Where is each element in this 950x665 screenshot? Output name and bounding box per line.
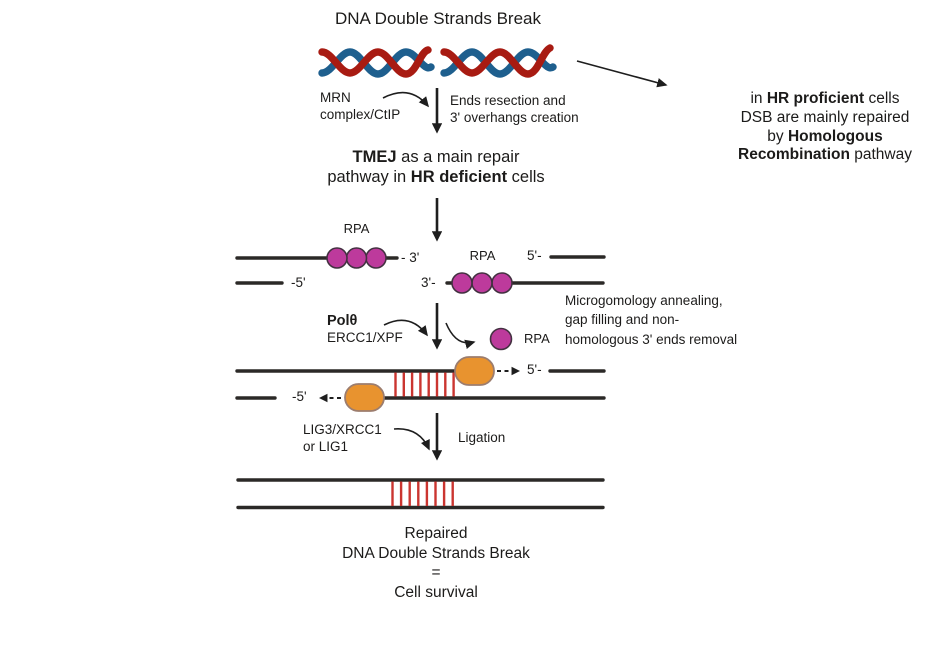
five-prime-top-right-label: 5'-	[527, 248, 542, 263]
annealing-note: Microgomology annealing, gap filling and…	[565, 293, 738, 347]
helix-right-red-strand	[440, 44, 554, 78]
broken-dna-helix-icon	[318, 44, 557, 78]
pol-theta-curved-arrow	[383, 319, 428, 337]
helix-right-blue-strand	[440, 48, 557, 78]
ercc1-xpf-name: ERCC1/XPF	[327, 329, 403, 345]
rpa-circle	[491, 272, 513, 294]
rpa-circle	[365, 247, 387, 269]
rpa-circle	[471, 272, 493, 294]
microhomology-ticks-repaired	[391, 481, 454, 506]
hr-note-line1: in HR proficient cells	[750, 90, 900, 107]
mrn-curved-arrow	[382, 91, 430, 108]
annealed-dna-diagram	[235, 327, 606, 412]
tmej-heading: TMEJ as a main repair pathway in HR defi…	[280, 148, 592, 187]
rpa-circle	[451, 272, 473, 294]
helix-left-red-strand	[318, 46, 432, 78]
pol-theta-label: Polθ ERCC1/XPF	[327, 313, 403, 346]
rpa-circle	[345, 247, 368, 269]
pol-theta-name: Polθ	[327, 313, 358, 329]
diagram-title: DNA Double Strands Break	[335, 9, 541, 28]
ligase-label: LIG3/XRCC1 or LIG1	[303, 422, 382, 454]
rpa-circle	[326, 247, 348, 269]
microhomology-ticks-annealed	[394, 372, 455, 397]
resected-dna-diagram	[235, 247, 606, 294]
ligation-action-label: Ligation	[458, 430, 506, 445]
pol-theta-top-icon	[454, 356, 495, 386]
hr-note-line3: by Homologous	[767, 127, 883, 145]
lig-curved-arrow	[393, 428, 430, 451]
mrn-complex-label: MRN complex/CtIP	[320, 90, 401, 122]
rpa-release-curved-arrow	[445, 322, 476, 349]
hr-proficient-note: in HR proficient cells DSB are mainly re…	[693, 90, 950, 165]
rpa-released-icon	[489, 327, 513, 351]
rpa-left-label: RPA	[343, 221, 370, 236]
five-prime-bottom-left-label: -5'	[291, 275, 306, 290]
repaired-dna-diagram	[236, 478, 605, 510]
rpa-trimer-left-icon	[326, 247, 387, 269]
five-prime-annealed-right-label: 5'-	[527, 362, 542, 377]
hr-note-line4: Recombination pathway	[738, 146, 912, 164]
rpa-released-label: RPA	[524, 331, 550, 346]
resection-action-label: Ends resection and 3' overhangs creation	[450, 93, 579, 125]
five-prime-annealed-left-label: -5'	[292, 389, 307, 404]
rpa-trimer-right-icon	[451, 272, 513, 294]
helix-left-blue-strand	[318, 48, 435, 78]
pol-theta-bottom-icon	[344, 383, 385, 412]
tmej-heading-line1: TMEJ as a main repair	[352, 148, 520, 166]
three-prime-left-label: - 3'	[401, 250, 420, 265]
tmej-heading-line2: pathway in HR deficient cells	[327, 167, 545, 186]
hr-note-line2: DSB are mainly repaired	[740, 108, 910, 126]
three-prime-right-label: 3'-	[421, 275, 436, 290]
rpa-right-label: RPA	[469, 248, 496, 263]
arrow-to-hr-note	[576, 60, 668, 88]
result-caption: Repaired DNA Double Strands Break = Cell…	[342, 525, 530, 601]
